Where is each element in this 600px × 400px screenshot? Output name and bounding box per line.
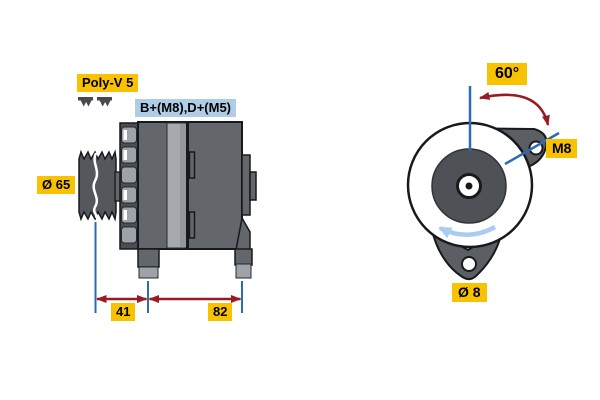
dimension-41-label: 41 <box>111 303 136 321</box>
terminal-boss-nub <box>249 171 257 201</box>
shaft-center <box>465 182 473 190</box>
pulley-diameter-label: Ø 65 <box>37 176 76 194</box>
rear-foot <box>234 248 253 266</box>
terminal-boss <box>241 154 251 216</box>
housing-band-shade <box>180 124 186 247</box>
vent-slots <box>123 130 127 220</box>
m8-axis-line <box>504 131 560 166</box>
belt-profile-icon <box>78 97 112 107</box>
rear-foot-tip <box>235 263 252 279</box>
belt-type-label: Poly-V 5 <box>77 74 139 92</box>
bottom-hole <box>461 256 477 272</box>
angle-arc-arrow <box>479 92 550 126</box>
housing-notch-bottom <box>188 211 196 239</box>
hole-diameter-label: Ø 8 <box>452 283 487 302</box>
pulley <box>78 149 117 222</box>
rear-view <box>406 86 560 281</box>
extension-lines <box>94 222 243 313</box>
pulley-break-line <box>92 152 99 219</box>
rotation-arrow <box>438 225 497 239</box>
front-foot-tip <box>138 266 159 279</box>
mounting-angle-label: 60° <box>487 63 528 85</box>
m8-thread-label: M8 <box>546 139 578 158</box>
dimension-82-label: 82 <box>208 303 233 321</box>
housing-notch-top <box>188 151 196 179</box>
front-foot <box>137 248 160 268</box>
side-view <box>78 97 257 313</box>
terminals-label: B+(M8),D+(M5) <box>135 99 237 117</box>
